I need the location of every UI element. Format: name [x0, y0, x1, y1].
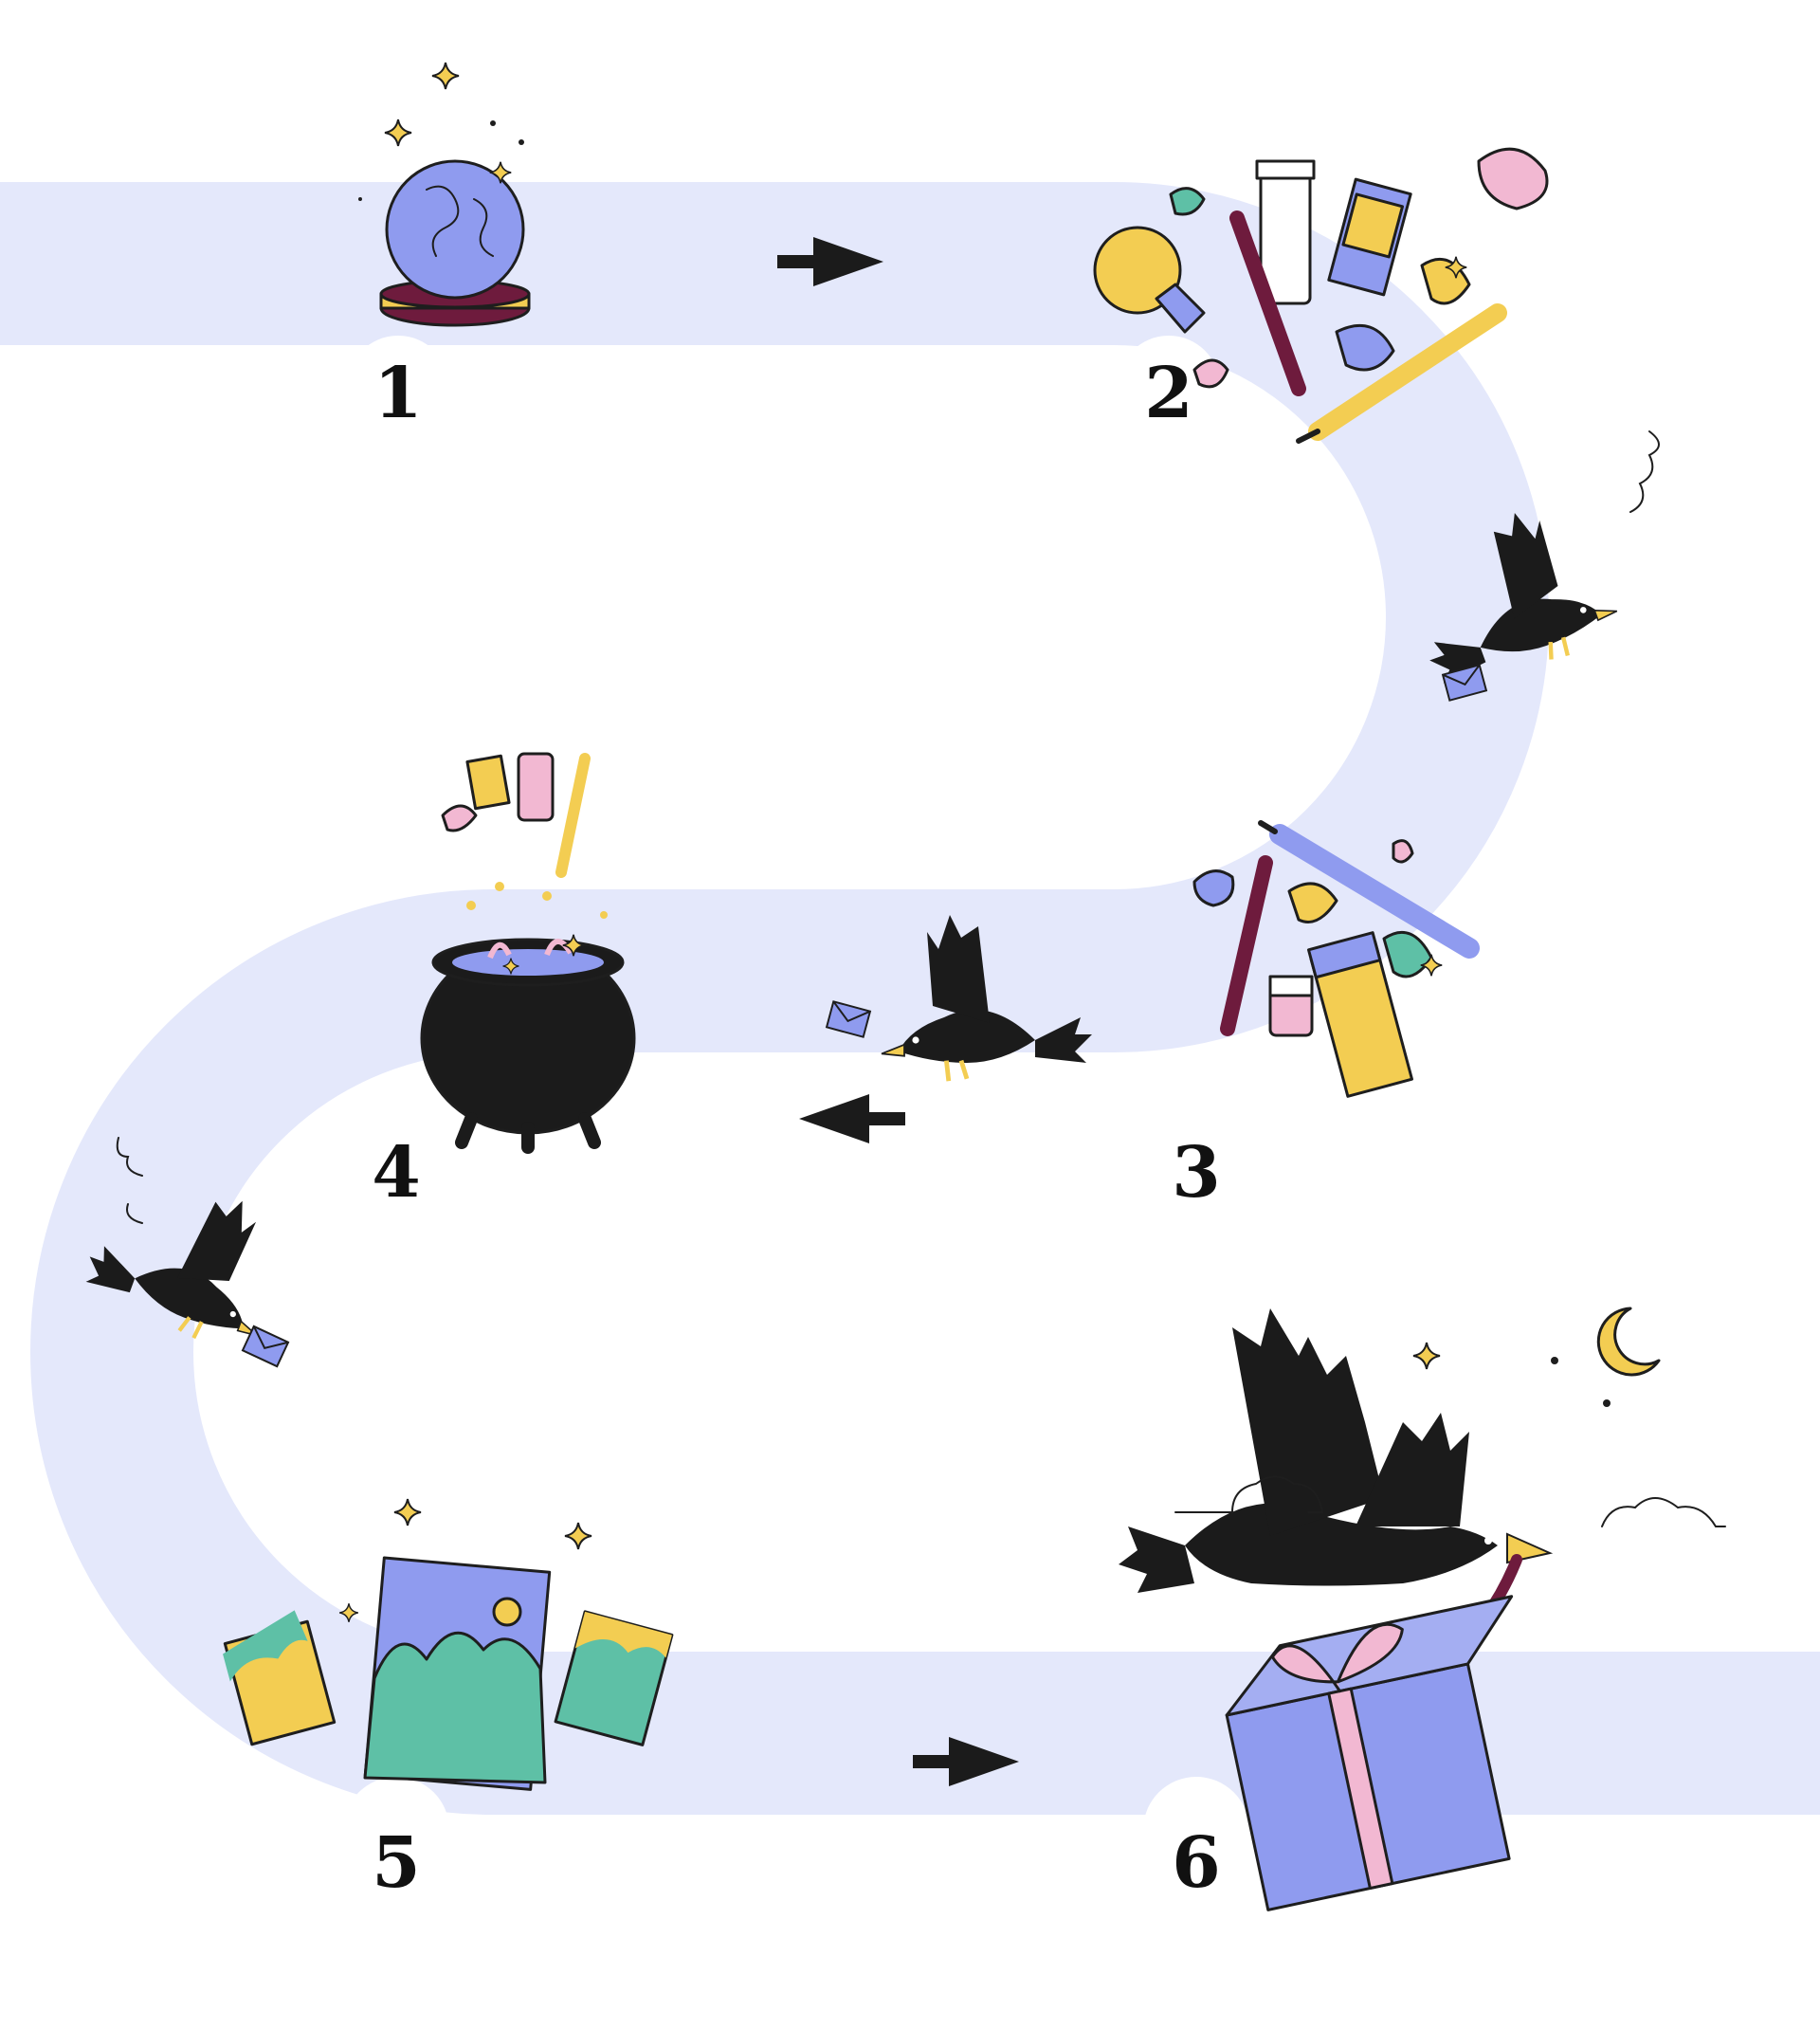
artwork-images-icon: [223, 1498, 674, 1791]
crow-with-gift-icon: [1119, 1308, 1554, 1674]
sparkle-icon: [1412, 1342, 1441, 1370]
step-number: 1: [373, 353, 423, 434]
art-supplies-icon: [1192, 820, 1480, 1098]
step-1: 1: [347, 336, 449, 438]
step-number: 6: [1172, 1822, 1221, 1904]
gift-box-icon: [1225, 1595, 1514, 1911]
step-2: 2: [1118, 336, 1220, 438]
cloud-icon: [1174, 1475, 1324, 1513]
step-number: 4: [372, 1132, 421, 1214]
crystal-ball-icon: [358, 62, 531, 327]
cloud-icon: [126, 1203, 143, 1224]
moon-icon: [1596, 1307, 1661, 1377]
arrow-icon: [913, 1737, 1019, 1786]
step-number: 2: [1144, 353, 1193, 434]
cloud-icon: [1629, 430, 1660, 513]
step-number: 3: [1172, 1132, 1221, 1214]
process-path: [0, 182, 1820, 1815]
cauldron-icon: [420, 752, 636, 1154]
step-6: 6: [1143, 1777, 1249, 1904]
arrow-icon: [777, 237, 883, 286]
cloud-icon: [1601, 1497, 1726, 1527]
arrow-icon: [799, 1094, 905, 1143]
step-number: 5: [372, 1822, 421, 1904]
step-3: 3: [1143, 1115, 1249, 1221]
step-4: 4: [337, 1111, 450, 1225]
cloud-icon: [116, 1137, 143, 1177]
art-supplies-icon: [1093, 147, 1549, 444]
path-band: [0, 182, 1820, 1815]
step-5: 5: [343, 1777, 449, 1904]
